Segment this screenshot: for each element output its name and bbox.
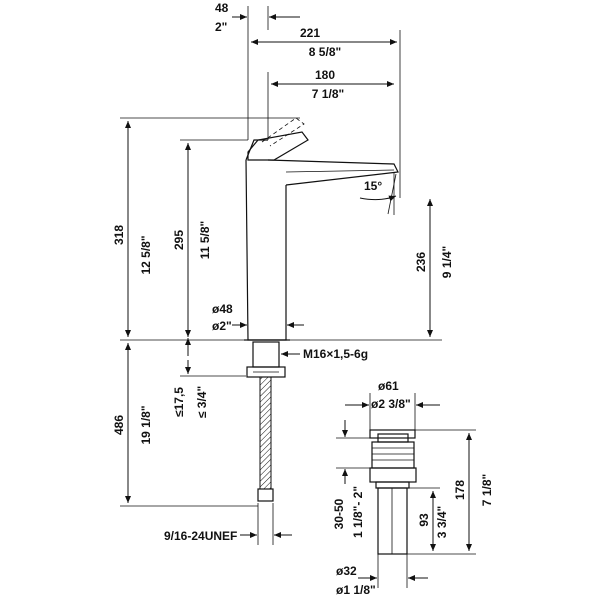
body-dia-in: ø2" — [212, 319, 232, 333]
dim-drain-tube: ø32 ø1 1/8" — [336, 554, 428, 597]
drain-clamp-mm: 30-50 — [332, 498, 346, 529]
total-reach-mm: 221 — [300, 26, 320, 40]
hose-thread: 9/16-24UNEF — [164, 529, 237, 543]
spout-reach-in: 7 1/8" — [312, 87, 344, 101]
hose-length-in: 19 1/8" — [139, 405, 153, 444]
drain-total-mm: 178 — [453, 480, 467, 500]
dim-body-diameter: ø48 ø2" — [212, 302, 304, 333]
dim-lever-height: 295 11 5/8" — [172, 139, 248, 337]
overall-height-mm: 318 — [112, 225, 126, 245]
deck-thickness-in: ≤ 3/4" — [195, 386, 209, 418]
lever-height-in: 11 5/8" — [198, 221, 212, 259]
drain-tube-mm: ø32 — [336, 564, 357, 578]
dim-top-width: 48 2" — [215, 1, 300, 140]
body-dia-mm: ø48 — [212, 302, 233, 316]
dim-spout-reach: 180 7 1/8" — [267, 68, 394, 140]
dim-deck-thickness: ≤17,5 ≤ 3/4" — [172, 338, 246, 418]
spout-angle: 15° — [364, 179, 382, 193]
drain-total-in: 7 1/8" — [480, 474, 494, 506]
thread-label: M16×1,5-6g — [303, 347, 368, 361]
drain-flange-in: ø2 3/8" — [371, 397, 411, 411]
deck-thickness-mm: ≤17,5 — [172, 387, 186, 417]
total-reach-in: 8 5/8" — [309, 45, 341, 59]
hose-length-mm: 486 — [112, 415, 126, 435]
drain-flange-mm: ø61 — [378, 379, 399, 393]
dim-drain-tail: 93 3 3/4" — [409, 487, 449, 551]
dim-drain-clamp: 30-50 1 1/8"- 2" — [332, 420, 370, 538]
faucet-outline — [244, 117, 399, 502]
dim-spout-height: 236 9 1/4" — [290, 199, 454, 341]
drain-clamp-in: 1 1/8"- 2" — [351, 486, 365, 538]
spout-height-mm: 236 — [414, 252, 428, 272]
drain-tail-mm: 93 — [417, 513, 431, 527]
dim-hose-thread: 9/16-24UNEF — [164, 503, 292, 545]
dim-hose-length: 486 19 1/8" — [112, 343, 258, 507]
dim-drain-total: 178 7 1/8" — [407, 429, 494, 555]
lever-height-mm: 295 — [172, 230, 186, 250]
dim-drain-flange: ø61 ø2 3/8" — [345, 379, 440, 430]
drain-tail-in: 3 3/4" — [435, 506, 449, 538]
drain-outline — [369, 429, 417, 555]
drain-tube-in: ø1 1/8" — [336, 583, 376, 597]
dim-total-reach: 221 8 5/8" — [251, 26, 401, 198]
dim-overall-height: 318 12 5/8" — [112, 117, 300, 341]
spout-height-in: 9 1/4" — [440, 246, 454, 278]
dim-thread: M16×1,5-6g — [281, 347, 368, 361]
top-width-mm: 48 — [215, 1, 229, 15]
dim-spout-angle: 15° — [359, 172, 397, 215]
spout-reach-mm: 180 — [315, 68, 335, 82]
top-width-in: 2" — [215, 20, 227, 34]
overall-height-in: 12 5/8" — [139, 235, 153, 274]
